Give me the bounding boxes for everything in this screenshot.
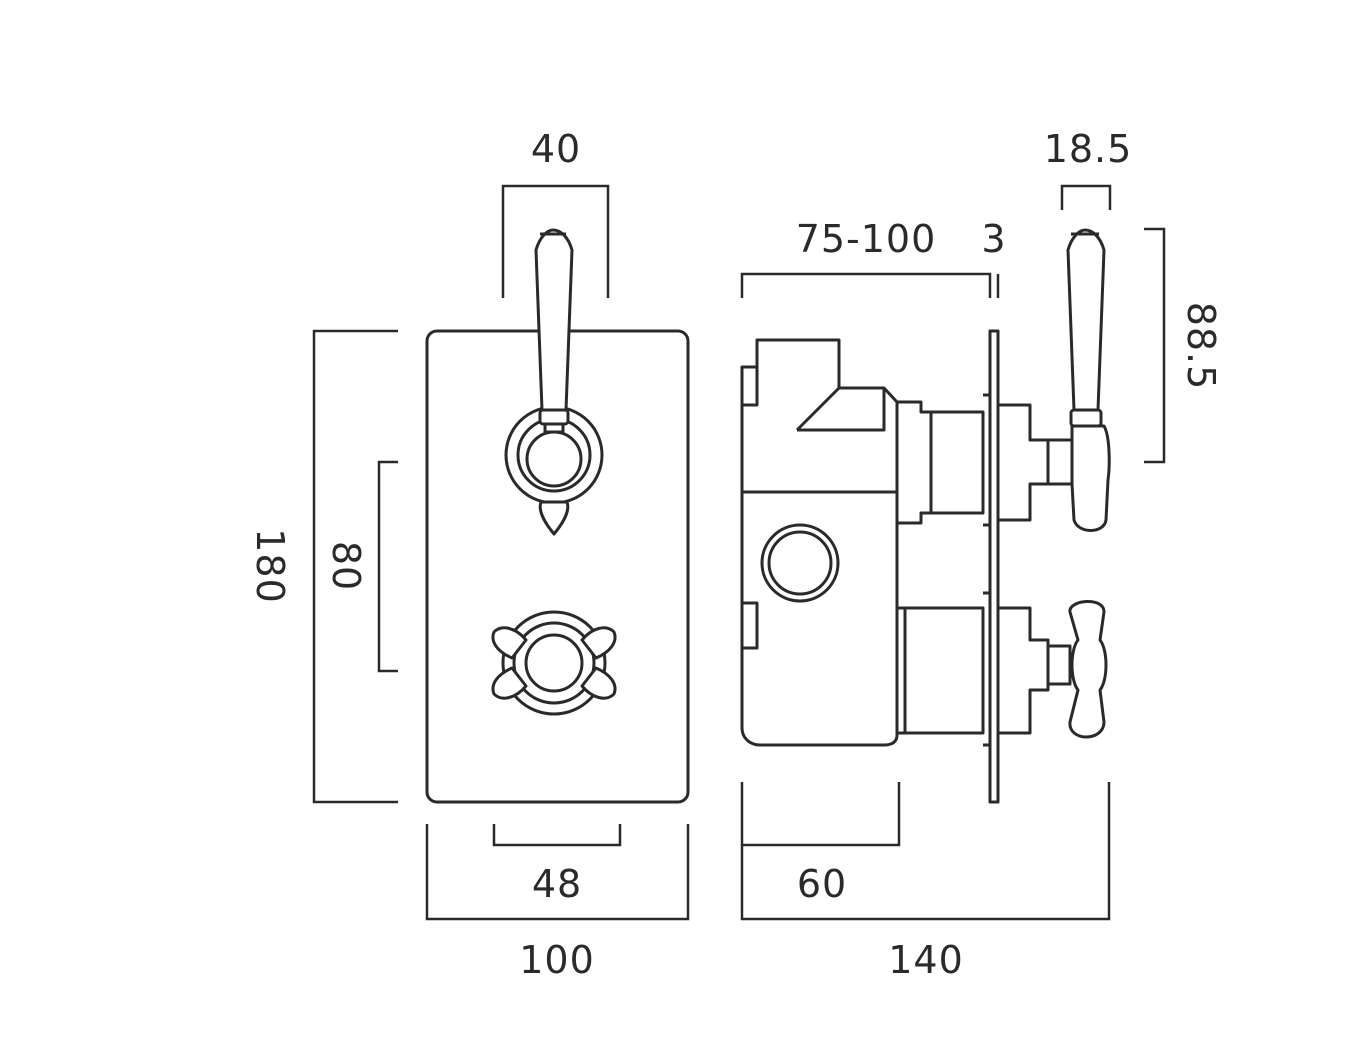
side-cross-handle: [998, 599, 1108, 739]
dim-front-inner-width: 48: [492, 824, 622, 906]
side-valve-body: [740, 338, 899, 747]
dim-side-total-depth: 140: [740, 782, 1111, 982]
front-lever-handle: [504, 228, 604, 536]
dim-side-handle-height-label: 88.5: [1179, 302, 1223, 391]
dim-front-inner-width-label: 48: [532, 862, 582, 906]
dim-front-centres-label: 80: [324, 541, 368, 591]
dim-side-plate-thickness-label: 3: [981, 217, 1006, 261]
dim-side-wall-depth: 75-100: [740, 217, 992, 298]
dim-side-wall-depth-label: 75-100: [796, 217, 937, 261]
side-outlet-port: [760, 523, 840, 603]
dim-handle-width-label: 40: [531, 127, 581, 171]
side-view: 75-100 3 18.5 88.5 60 140: [740, 127, 1223, 982]
dim-side-plate-thickness: 3: [981, 217, 1006, 298]
dim-side-handle-width-label: 18.5: [1044, 127, 1133, 171]
front-view: 40 180 80 48 100: [248, 127, 690, 982]
side-wall-plate: [988, 329, 1000, 804]
dim-side-body-depth-label: 60: [797, 862, 847, 906]
dim-side-body-depth: 60: [740, 782, 901, 906]
dim-side-handle-width: 18.5: [1044, 127, 1133, 210]
dim-front-width-label: 100: [519, 938, 595, 982]
dim-front-height: 180: [248, 329, 398, 804]
dim-front-width: 100: [425, 824, 690, 982]
dim-handle-width: 40: [501, 127, 610, 298]
side-lever-handle: [998, 228, 1111, 532]
dim-side-total-depth-label: 140: [888, 938, 964, 982]
dim-front-centres: 80: [324, 460, 398, 673]
front-cross-handle: [491, 610, 617, 716]
dim-front-height-label: 180: [248, 528, 292, 604]
dim-side-handle-height: 88.5: [1144, 227, 1223, 464]
